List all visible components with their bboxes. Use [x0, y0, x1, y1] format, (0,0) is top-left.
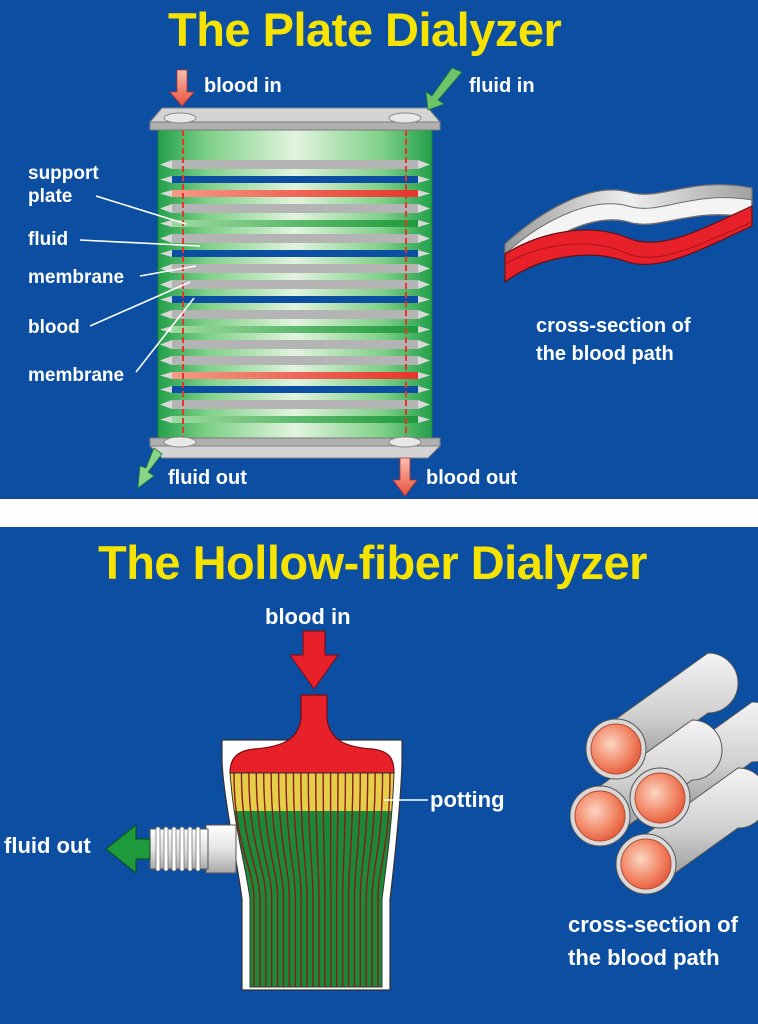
- hollow-fiber: [277, 773, 291, 987]
- label-blood-in: blood in: [204, 75, 282, 97]
- fluid-out-arrow: [137, 447, 163, 489]
- label-support-plate: support plate: [28, 163, 99, 207]
- plate-stripe: [172, 400, 418, 409]
- plate-stripe: [172, 160, 418, 169]
- plate-stripe: [172, 310, 418, 319]
- blood-out-arrow: [392, 457, 418, 497]
- fluid-in-arrow: [425, 67, 463, 111]
- blood-in-arrow: [289, 630, 339, 690]
- plate-stripe: [172, 340, 418, 349]
- plate-stripe: [172, 356, 418, 365]
- plate-stripe: [172, 296, 418, 303]
- hollow-fiber: [359, 773, 369, 987]
- label-hollow-blood-in: blood in: [265, 604, 351, 629]
- hollow-fiber: [353, 773, 361, 987]
- fiber-lumen: [620, 838, 672, 890]
- label-fluid-out: fluid out: [168, 467, 247, 489]
- hollow-fiber: [233, 773, 255, 987]
- blood-header: [229, 694, 395, 774]
- bottom-end-cap: [148, 436, 442, 459]
- blood-in-arrow: [169, 69, 195, 107]
- label-membrane-bottom: membrane: [28, 365, 125, 386]
- hollow-fiber: [270, 773, 285, 987]
- fiber-lumen: [634, 772, 686, 824]
- hollow-fiber: [347, 773, 354, 987]
- fluid-outlet-connector: [149, 824, 237, 874]
- label-hollow-cross-section: cross-section of the blood path: [568, 912, 738, 970]
- leader-lines: [79, 195, 201, 373]
- plate-stripe: [172, 204, 418, 213]
- fiber-bundle: [230, 773, 394, 987]
- hollow-fiber: [292, 773, 302, 987]
- hollow-fiber: [248, 773, 267, 987]
- plate-stack: [157, 125, 433, 445]
- label-membrane-top: membrane: [28, 267, 125, 288]
- hollow-fiber: [315, 773, 320, 987]
- top-end-cap: [148, 107, 442, 131]
- label-fluid: fluid: [28, 229, 69, 250]
- hollow-fiber: [371, 773, 384, 987]
- hollow-fiber: [307, 773, 314, 987]
- hollow-fiber-dialyzer-illustration: [105, 630, 758, 991]
- plate-dialyzer-illustration: [79, 67, 753, 497]
- hollow-fiber-dialyzer-panel: The Hollow-fiber Dialyzer blood in potti…: [0, 527, 758, 1024]
- fiber-lumen: [590, 723, 642, 775]
- hollow-fiber: [255, 773, 273, 987]
- plate-stripe: [172, 280, 418, 289]
- label-blood-out: blood out: [426, 467, 518, 489]
- fluid-out-arrow: [105, 823, 151, 875]
- plate-stripe: [172, 220, 418, 227]
- hollow-fiber: [377, 773, 391, 987]
- plate-dialyzer-title: The Plate Dialyzer: [168, 3, 562, 56]
- label-blood: blood: [28, 317, 80, 338]
- label-hollow-fluid-out: fluid out: [4, 833, 91, 858]
- fiber-lumen: [574, 790, 626, 842]
- plate-stripe: [172, 372, 418, 379]
- plate-dialyzer-panel: The Plate Dialyzer blood in fluid in sup…: [0, 0, 758, 499]
- plate-stripe: [172, 176, 418, 183]
- blood-path-cross-section: [504, 184, 753, 284]
- label-plate-cross-section: cross-section of the blood path: [536, 315, 691, 365]
- plate-stripe: [172, 234, 418, 243]
- hollow-fiber: [285, 773, 297, 987]
- hollow-fiber: [335, 773, 339, 987]
- plate-stripe: [172, 416, 418, 423]
- plate-stripe: [172, 264, 418, 273]
- plate-stripe: [172, 386, 418, 393]
- hollow-fiber: [341, 773, 347, 987]
- hollow-fiber: [300, 773, 308, 987]
- label-fluid-in: fluid in: [469, 75, 535, 97]
- hollow-fiber: [365, 773, 376, 987]
- fiber-tube: [615, 652, 739, 780]
- plate-stripe: [172, 326, 418, 333]
- fiber-cross-section: [569, 652, 758, 895]
- hollow-fiber: [240, 773, 261, 987]
- plate-stripe: [172, 190, 418, 197]
- hollow-fiber: [263, 773, 279, 987]
- hollow-fiber-dialyzer-title: The Hollow-fiber Dialyzer: [98, 536, 647, 589]
- label-potting: potting: [430, 787, 505, 812]
- plate-stripe: [172, 250, 418, 257]
- hollow-fiber: [322, 773, 326, 987]
